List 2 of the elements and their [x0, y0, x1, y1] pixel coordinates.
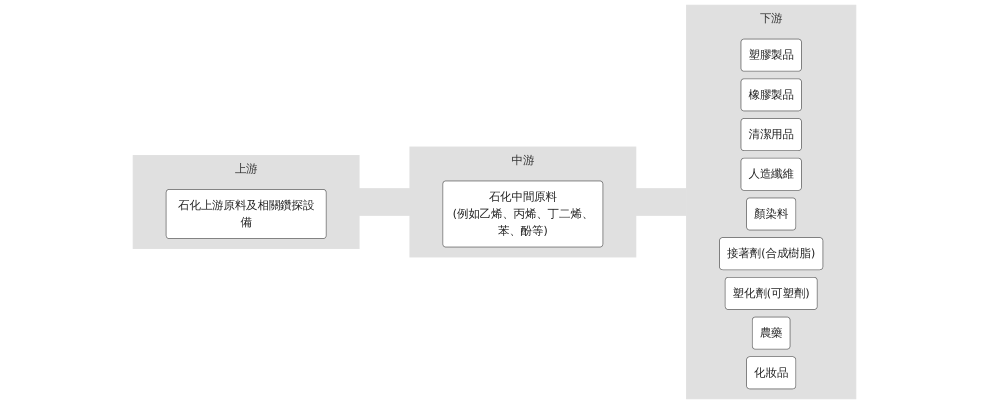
connector	[359, 188, 410, 216]
connector	[636, 188, 686, 216]
